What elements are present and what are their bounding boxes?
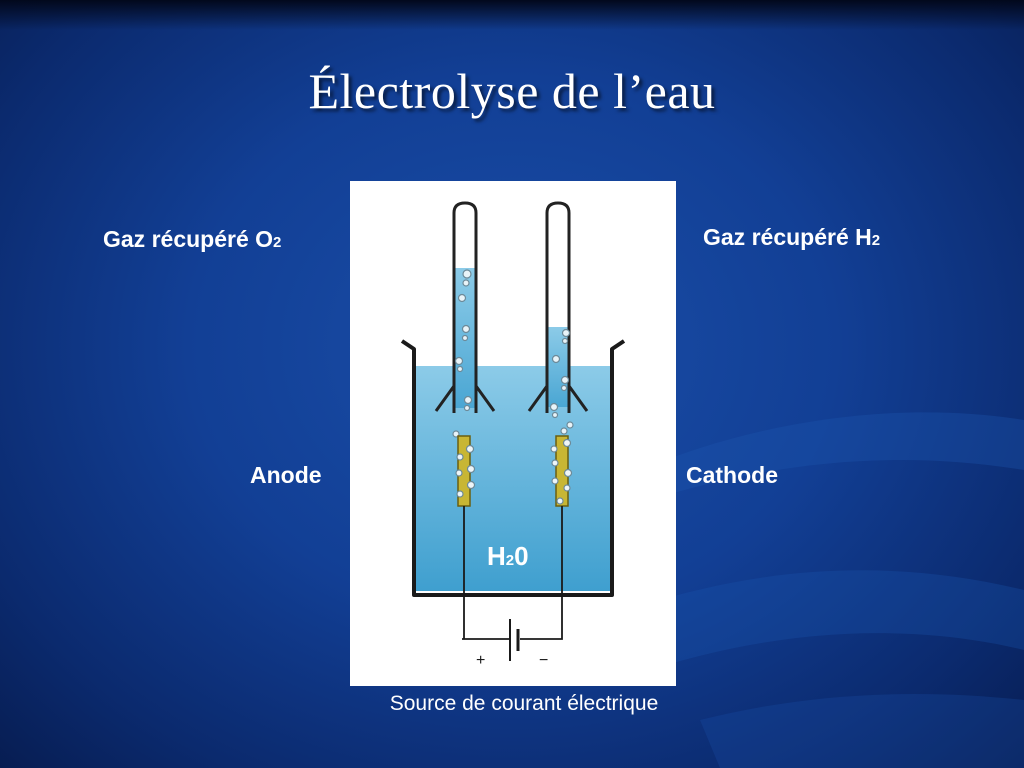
electrode-bubbles <box>455 438 573 505</box>
slide-title: Électrolyse de l’eau <box>308 63 716 119</box>
beaker-outline <box>400 339 626 597</box>
oxygen-gas-text: Gaz récupéré O <box>103 226 274 252</box>
hydrogen-subscript: 2 <box>871 232 881 249</box>
gas-bubbles <box>452 269 574 438</box>
top-band <box>0 0 1024 30</box>
minus-sign: − <box>539 652 548 669</box>
plus-sign: + <box>476 652 485 669</box>
water-formula-h: H <box>487 541 506 571</box>
current-source-caption: Source de courant électrique <box>389 692 659 715</box>
water-formula: H20 <box>487 541 529 571</box>
water-formula-sub: 2 <box>506 552 514 569</box>
right-tube <box>545 201 571 413</box>
electrolysis-apparatus: + − H20 <box>400 201 626 669</box>
oxygen-subscript: 2 <box>273 234 282 251</box>
hydrogen-gas-text: Gaz récupéré H <box>703 224 872 250</box>
anode-label: Anode <box>250 462 322 488</box>
circuit-wires <box>462 506 563 640</box>
electrolysis-diagram: + − H20 <box>350 181 676 686</box>
hydrogen-gas-label: Gaz récupéré H2 <box>703 224 880 251</box>
water-formula-o: 0 <box>514 541 528 571</box>
oxygen-gas-label: Gaz récupéré O2 <box>103 226 281 253</box>
left-tube <box>452 201 478 413</box>
cathode-label: Cathode <box>686 462 778 488</box>
